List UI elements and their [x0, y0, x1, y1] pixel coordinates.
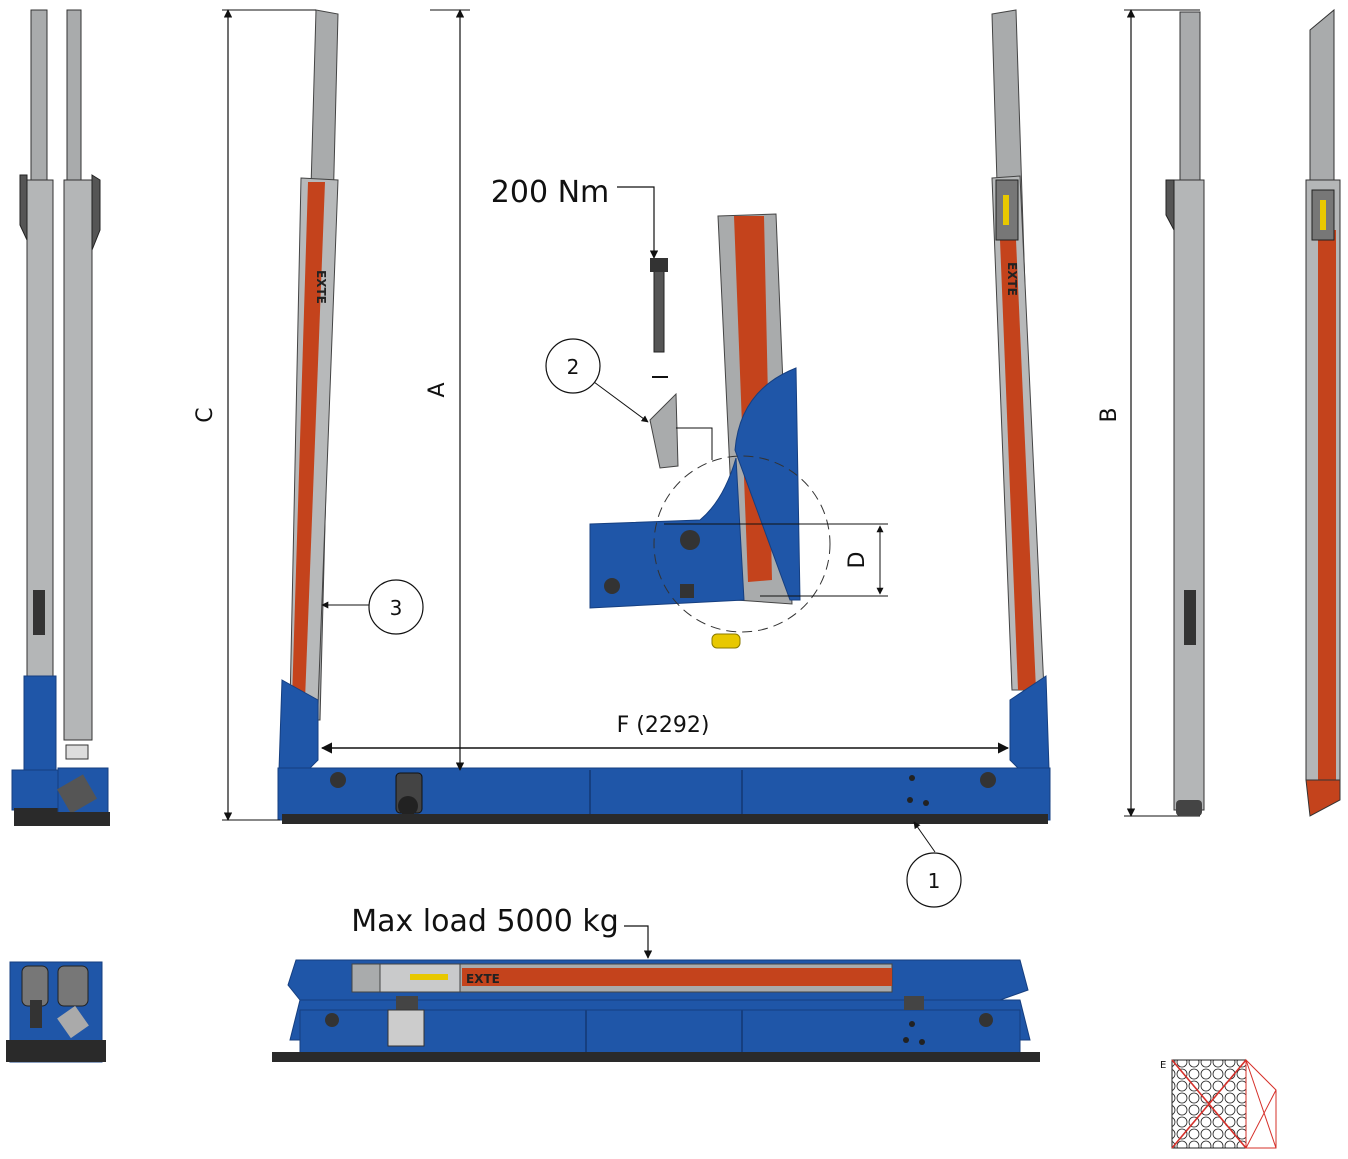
bolt: [653, 261, 665, 353]
bottom-left-end-view: [6, 961, 106, 1063]
right-side-pole-2: [1305, 8, 1341, 817]
detail-view: 200 Nm 2 D: [491, 175, 888, 649]
front-view: EXTE EXTE A C F (2292): [193, 9, 1051, 908]
left-side-views: [11, 9, 110, 826]
dim-d-label: D: [845, 552, 870, 569]
right-side-pole-1: [1165, 11, 1205, 816]
wedge: [649, 392, 679, 469]
dim-c-label: C: [193, 407, 218, 422]
torque-label: 200 Nm: [491, 175, 609, 210]
right-pole-red-strip: [1000, 240, 1036, 690]
callout-3: [368, 579, 424, 635]
plan-view: Max load 5000 kg EXTE: [272, 904, 1040, 1062]
corner-e-label: E: [1160, 1060, 1166, 1071]
right-side-views: B: [1097, 8, 1341, 817]
left-pole-logo: EXTE: [314, 270, 328, 304]
base-beam: [277, 767, 1051, 821]
max-load-label: Max load 5000 kg: [351, 904, 619, 939]
callout-3-label: 3: [390, 596, 403, 620]
dim-a-label: A: [425, 382, 450, 397]
callout-1: [906, 852, 962, 908]
dim-b-label: B: [1097, 407, 1122, 422]
plan-logo: EXTE: [466, 972, 500, 986]
callout-2-label: 2: [567, 355, 580, 379]
side-pole-1: [11, 9, 69, 826]
detail-base: [589, 457, 745, 609]
packaging-icon: E: [1160, 1058, 1277, 1149]
detail-circle: [653, 455, 831, 633]
callout-1-label: 1: [928, 869, 941, 893]
left-pole-red-strip: [292, 182, 325, 700]
callout-2: [545, 338, 601, 394]
right-pole-logo: EXTE: [1005, 262, 1019, 296]
side-pole-2: [56, 9, 110, 826]
dim-f-label: F (2292): [617, 713, 710, 738]
